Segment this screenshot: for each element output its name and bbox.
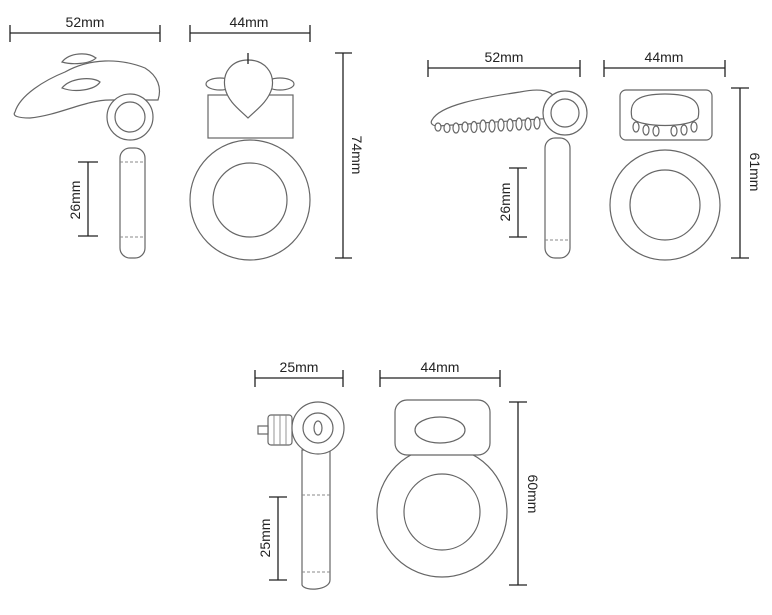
height-label: 61mm [747,153,763,192]
dimension-stem: 26mm [497,167,527,238]
dimension-stem: 26mm [67,161,98,237]
figure-dolphin-ring: 52mm 44mm 74mm 26mm [9,14,365,261]
stem-label: 26mm [67,181,83,220]
dimension-stem: 25mm [257,496,287,581]
height-label: 74mm [349,136,365,175]
dimension-side-width: 52mm [9,14,161,42]
front-width-label: 44mm [645,49,684,65]
side-width-label: 52mm [485,49,524,65]
dimension-front-width: 44mm [189,14,311,42]
side-view [13,53,161,259]
front-width-label: 44mm [230,14,269,30]
dimension-height: 61mm [731,87,763,259]
side-view [430,89,588,259]
side-width-label: 52mm [66,14,105,30]
dimension-front-width: 44mm [603,49,726,77]
figure-bullet-ring: 25mm 44mm 60mm 25mm [254,359,541,590]
height-label: 60mm [525,475,541,514]
beads [632,121,698,137]
front-view [609,89,721,261]
side-width-label: 25mm [280,359,319,375]
side-view [257,401,345,590]
dimension-front-width: 44mm [379,359,501,387]
front-view [376,399,508,578]
figure-beaded-ring: 52mm 44mm 61mm 26mm [427,49,763,261]
dimension-height: 74mm [335,52,365,259]
front-width-label: 44mm [421,359,460,375]
stem-label: 26mm [497,183,513,222]
stem-label: 25mm [257,519,273,558]
front-view [189,53,311,261]
beads [434,116,541,134]
dimension-side-width: 25mm [254,359,344,387]
dimension-side-width: 52mm [427,49,581,77]
dimension-height: 60mm [509,401,541,586]
